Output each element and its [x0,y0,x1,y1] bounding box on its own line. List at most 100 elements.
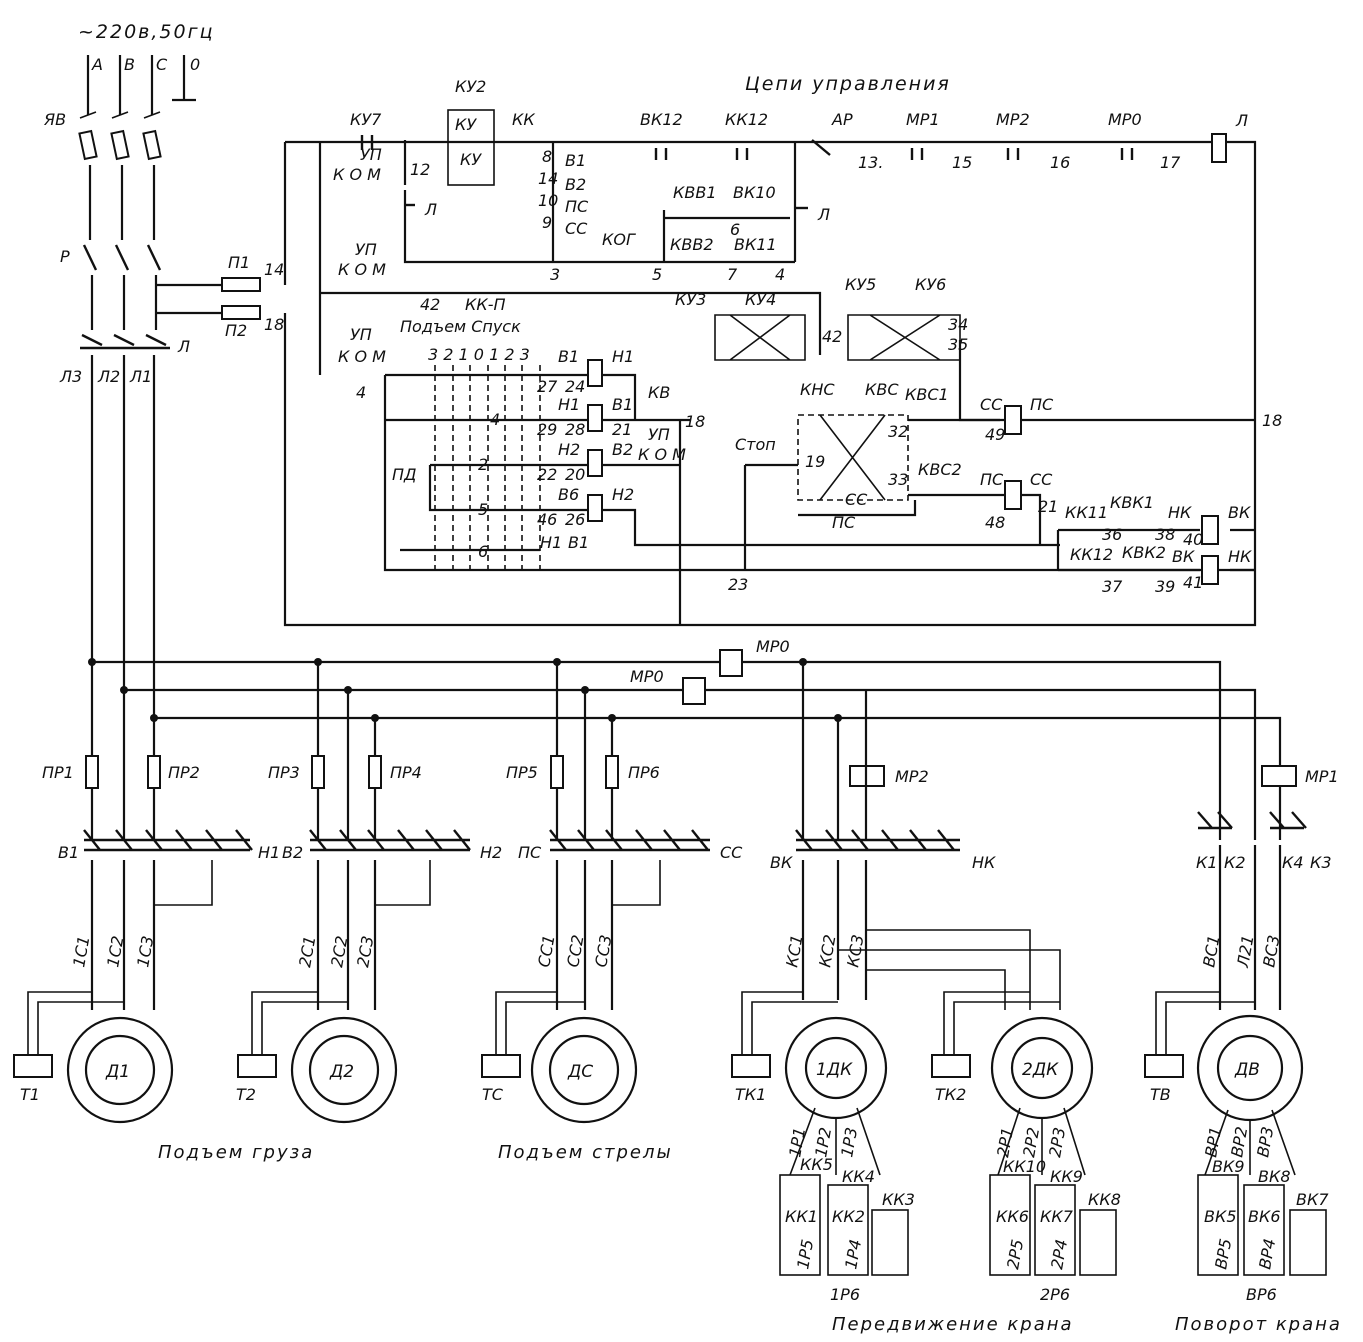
r-1r4: 1Р4 [841,1238,865,1271]
coil-v6: В6 [558,485,579,504]
lead-2s3: 2С3 [353,934,377,968]
mr1-label: МР1 [906,110,940,129]
contact-v1: В1 [565,151,586,170]
node-24: 24 [565,377,585,396]
contact-ss: СС [565,219,588,238]
node-12: 12 [410,160,430,179]
lead-ks2: КС2 [815,933,839,969]
coil-vk-label: ВК [1228,503,1251,522]
boom-coil-ps-label: ПС [1030,395,1054,414]
node-49: 49 [985,425,1005,444]
node-35: 35 [948,335,968,354]
coil-n2-b: Н2 [612,485,634,504]
travel-control: КК11 КВК1 НК ВК КК12 КВК2 ВК НК 36 38 40… [1056,493,1255,596]
line-l3-label: Л3 [59,367,82,386]
node-39: 39 [1155,577,1175,596]
kk12-contact [735,148,749,160]
r-vk7: ВК7 [1296,1190,1329,1209]
ar-label: АР [831,110,853,129]
slew-k1: К1 [1196,853,1218,872]
node-27: 27 [537,377,558,396]
kvv2-label: КВВ2 [670,235,714,254]
phase-a: А [91,55,103,74]
mr2-contact [1006,148,1020,160]
stop-label: Стоп [735,435,776,454]
brake-ts: ТС [482,1085,504,1104]
node-26: 26 [565,510,585,529]
r-2r1: 2Р1 [993,1126,1017,1159]
fuse-pr1: ПР1 [42,763,74,782]
stator-lead-labels: 1С1 1С2 1С3 2С1 2С2 2С3 СС1 СС2 СС3 КС1 … [69,933,1283,970]
coil-v2-a: В2 [612,440,633,459]
main-bus-vertical [90,355,156,840]
relay-mr1-label: МР1 [1305,767,1339,786]
brake-tv: ТВ [1150,1085,1171,1104]
kk-label: КК [512,110,535,129]
node-32: 32 [888,422,908,441]
selector-digit-b: 2 [478,455,488,474]
caption-travel: Передвижение крана [832,1314,1074,1335]
lead-2s1: 2С1 [295,934,319,968]
r-kk7: КК7 [1040,1207,1074,1226]
vk11-label: ВК11 [734,235,777,254]
ku2-label: КУ2 [455,77,486,96]
r-kk2: КК2 [832,1207,865,1226]
kvk1-label: КВК1 [1110,493,1154,512]
ku4-label: КУ4 [745,290,776,309]
r-vr2: ВР2 [1227,1125,1251,1159]
contactor-group-hoist-2: В2 Н2 [282,829,502,862]
coil-vk [1201,515,1219,545]
kvs-label: КВС [865,380,899,399]
kvs2-label: КВС2 [918,460,962,479]
ku2-part-2: КУ [460,150,482,169]
node-29: 29 [537,420,557,439]
line-l1-label: Л1 [129,367,152,386]
vk12-label: ВК12 [640,110,683,129]
kvk2-label: КВК2 [1122,543,1166,562]
node-8: 8 [542,147,552,166]
brake-t1: Т1 [20,1085,40,1104]
ku2-block [447,109,495,186]
r-1r1: 1Р1 [785,1126,809,1159]
caption-hoist: Подъем груза [158,1142,314,1163]
kk12-label: КК12 [725,110,768,129]
node-14: 14 [264,260,284,279]
switch-r-label: Р [60,247,70,266]
relay-mr0-mid [682,677,706,705]
kk-p-label: КК-П [465,295,506,314]
mr1-contact [910,148,924,160]
relay-mr0-top-label: МР0 [756,637,790,656]
power-supply: ~220в,50гц А В С 0 ЯВ Р П1 П2 14 18 Л Л3… [43,21,284,840]
slew-k2: К2 [1224,853,1246,872]
control-title: Цепи управления [745,73,951,95]
group-2-left: В2 [282,843,303,862]
selector-digit-a: 4 [490,410,500,429]
lead-ss1: СС1 [534,933,558,968]
fuse-p1-label: П1 [228,253,250,272]
ku5-ku6-block [847,314,961,361]
node-9: 9 [542,213,552,232]
r-1r5: 1Р5 [793,1238,817,1271]
selector-position-lines [434,365,541,570]
brakes: Т1 Т2 ТС ТК1 ТК2 ТВ [13,991,1255,1104]
coil-nk-label: НК [1228,547,1252,566]
boom-ss-label: СС [845,490,868,509]
caption-slew: Поворот крана [1175,1314,1342,1335]
power-fuses [85,755,619,789]
contact-v2: В2 [565,175,586,194]
node-21: 21 [612,420,632,439]
ku2-part-1: КУ [455,115,477,134]
coil-nk [1201,555,1219,585]
coil-v1-a: В1 [558,347,579,366]
r-vr3: ВР3 [1253,1125,1277,1159]
r-kk1: КК1 [785,1207,818,1226]
selector-1-kom: К О М [333,165,381,184]
node-41: 41 [1183,573,1203,592]
ku3-label: КУ3 [675,290,706,309]
group-3-right: СС [720,843,743,862]
boom-contact-ps: ПС [980,470,1004,489]
vk12-contact [654,148,668,160]
group-1-right: Н1 [258,843,280,862]
group-4-left: ВК [770,853,793,872]
